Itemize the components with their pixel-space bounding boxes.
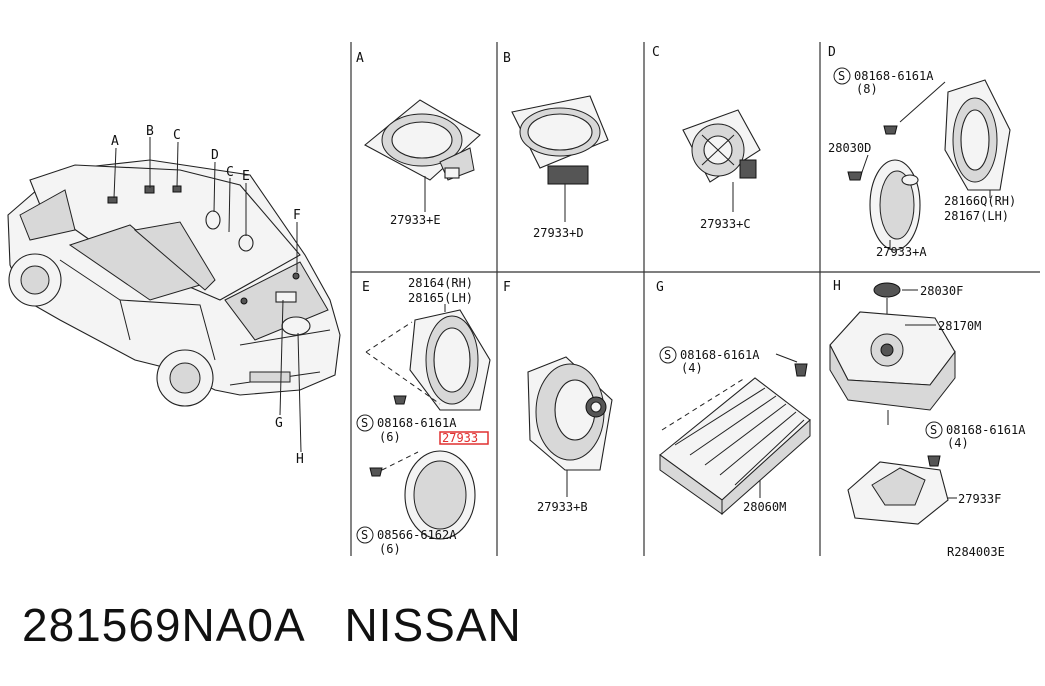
svg-text:27933+E: 27933+E <box>390 213 441 227</box>
svg-text:28030D: 28030D <box>828 141 871 155</box>
svg-text:B: B <box>503 51 511 66</box>
section-h: H 28030F 28170M S 08168-6161A (4) 27933F <box>829 279 1026 525</box>
svg-text:(4): (4) <box>947 436 969 450</box>
svg-text:27933F: 27933F <box>958 492 1001 506</box>
svg-text:28030F: 28030F <box>920 284 963 298</box>
svg-text:C: C <box>652 45 660 60</box>
svg-text:08168-6161A: 08168-6161A <box>854 69 934 83</box>
section-d: D S 08168-6161A (8) 28030D 28166Q(RH) 28… <box>828 45 1016 259</box>
callout-d: D <box>211 148 219 163</box>
parts-diagram: A B C D C E F G H A 27933+E B 27933+D <box>7 42 1040 559</box>
svg-text:S: S <box>838 69 845 83</box>
section-e: E 28164(RH) 28165(LH) S 08168-6161A (6) … <box>356 276 491 556</box>
svg-text:08566-6162A: 08566-6162A <box>377 528 457 542</box>
svg-text:08168-6161A: 08168-6161A <box>680 348 760 362</box>
svg-text:(6): (6) <box>379 542 401 556</box>
svg-text:H: H <box>833 279 841 294</box>
section-c: C 27933+C <box>652 45 761 231</box>
svg-text:27933: 27933 <box>442 431 478 445</box>
svg-text:S: S <box>361 416 368 430</box>
svg-text:08168-6161A: 08168-6161A <box>377 416 457 430</box>
callout-e: E <box>242 169 250 184</box>
svg-text:28167(LH): 28167(LH) <box>944 209 1009 223</box>
section-a: A 27933+E <box>356 51 481 227</box>
svg-text:S: S <box>930 423 937 437</box>
section-b: B 27933+D <box>503 51 609 240</box>
section-f: F 27933+B <box>503 280 613 514</box>
svg-text:(6): (6) <box>379 430 401 444</box>
svg-text:A: A <box>356 51 364 66</box>
svg-text:28165(LH): 28165(LH) <box>408 291 473 305</box>
svg-text:27933+C: 27933+C <box>700 217 751 231</box>
section-g: G S 08168-6161A (4) 28060M <box>656 280 811 516</box>
callout-c: C <box>173 128 181 143</box>
svg-text:28166Q(RH): 28166Q(RH) <box>944 194 1016 208</box>
callout-c2: C <box>226 165 234 180</box>
callout-f: F <box>293 208 301 223</box>
callout-a: A <box>111 134 119 149</box>
vehicle-overview: A B C D C E F G H <box>7 124 341 467</box>
svg-text:27933+B: 27933+B <box>537 500 588 514</box>
part-number-caption: 281569NA0A NISSAN <box>22 599 522 651</box>
svg-text:08168-6161A: 08168-6161A <box>946 423 1026 437</box>
svg-text:E: E <box>362 280 370 295</box>
svg-text:27933+D: 27933+D <box>533 226 584 240</box>
callout-g: G <box>275 416 283 431</box>
svg-text:27933+A: 27933+A <box>876 245 927 259</box>
svg-text:D: D <box>828 45 836 60</box>
callout-b: B <box>146 124 154 139</box>
highlight-box <box>439 431 489 445</box>
svg-text:F: F <box>503 280 511 295</box>
svg-text:28060M: 28060M <box>743 500 786 514</box>
svg-text:(8): (8) <box>856 82 878 96</box>
svg-text:28164(RH): 28164(RH) <box>408 276 473 290</box>
svg-text:S: S <box>664 348 671 362</box>
svg-text:S: S <box>361 528 368 542</box>
reference-code: R284003E <box>947 545 1005 559</box>
svg-text:(4): (4) <box>681 361 703 375</box>
svg-text:G: G <box>656 280 664 295</box>
section-grid <box>350 42 1040 556</box>
callout-h: H <box>296 452 304 467</box>
svg-text:28170M: 28170M <box>938 319 981 333</box>
